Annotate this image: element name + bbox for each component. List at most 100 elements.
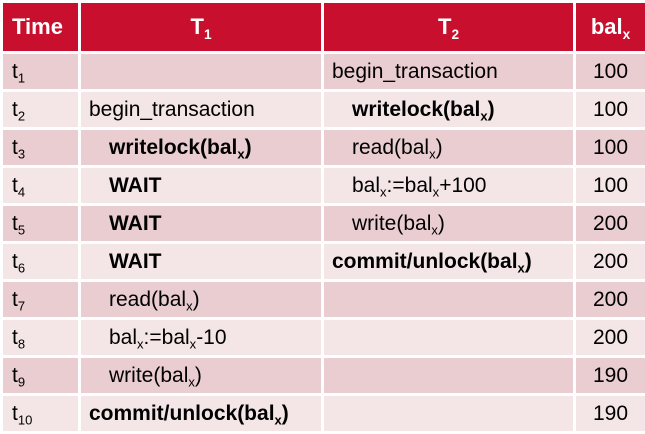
time-label: t [12, 249, 18, 273]
t1-op-end: ) [194, 363, 202, 387]
t1-op-sub: x [137, 336, 144, 352]
header-t1-sub: 1 [203, 26, 212, 42]
time-cell: t3 [0, 127, 81, 168]
t1-op: WAIT [109, 211, 162, 235]
t2-cell [321, 393, 576, 434]
table-row: t3 writelock(balx) read(balx) 100 [0, 127, 645, 168]
table-row: t7 read(balx) 200 [0, 279, 645, 320]
time-cell: t8 [0, 317, 81, 358]
t2-cell: write(balx) [321, 203, 576, 244]
t1-cell: writelock(balx) [78, 127, 324, 168]
header-bal-sub: x [622, 26, 631, 42]
t2-op-end: ) [435, 135, 443, 159]
t2-cell: writelock(balx) [321, 89, 576, 130]
t1-op-sub: x [237, 146, 245, 162]
t1-cell: write(balx) [78, 355, 324, 396]
t2-op-end: ) [487, 97, 495, 121]
time-cell: t6 [0, 241, 81, 282]
bal-cell: 200 [573, 317, 645, 358]
t2-op: begin_transaction [332, 59, 498, 83]
table-row: t10 commit/unlock(balx) 190 [0, 393, 645, 434]
time-label: t [12, 325, 18, 349]
t2-op-sub: x [429, 146, 436, 162]
t1-op-end: ) [244, 135, 252, 159]
time-label: t [12, 287, 18, 311]
header-t2: T2 [321, 0, 576, 54]
time-cell: t10 [0, 393, 81, 434]
time-sub: 10 [17, 412, 33, 428]
t2-cell [321, 355, 576, 396]
time-sub: 7 [17, 298, 26, 314]
time-label: t [12, 363, 18, 387]
t2-op-sub: x [480, 108, 488, 124]
time-cell: t4 [0, 165, 81, 206]
t1-op: write(bal [109, 363, 189, 387]
table-row: t1 begin_transaction 100 [0, 51, 645, 92]
bal-cell: 100 [573, 89, 645, 130]
bal-cell: 100 [573, 165, 645, 206]
t1-op-end: ) [281, 401, 289, 425]
time-cell: t5 [0, 203, 81, 244]
time-label: t [12, 173, 18, 197]
time-sub: 3 [17, 146, 26, 162]
bal-cell: 100 [573, 51, 645, 92]
t1-op-sub: x [186, 298, 193, 314]
time-label: t [12, 401, 18, 425]
time-label: t [12, 211, 18, 235]
header-t2-label: T [437, 14, 452, 39]
t1-op: WAIT [109, 173, 162, 197]
time-label: t [12, 135, 18, 159]
table-row: t5 WAIT write(balx) 200 [0, 203, 645, 244]
t1-op: writelock(bal [109, 135, 238, 159]
t1-op-sub: x [188, 374, 195, 390]
time-sub: 6 [17, 260, 26, 276]
t2-cell [321, 279, 576, 320]
t1-op-mid: :=bal [143, 325, 190, 349]
time-cell: t9 [0, 355, 81, 396]
t1-cell: WAIT [78, 203, 324, 244]
table-row: t4 WAIT balx:=balx+100 100 [0, 165, 645, 206]
t2-op-end: ) [524, 249, 532, 273]
time-cell: t1 [0, 51, 81, 92]
t2-op-sub: x [431, 222, 438, 238]
header-time: Time [0, 0, 81, 54]
header-row: Time T1 T2 balx [0, 0, 645, 54]
t2-cell: read(balx) [321, 127, 576, 168]
table-row: t9 write(balx) 190 [0, 355, 645, 396]
time-sub: 5 [17, 222, 26, 238]
header-bal: balx [573, 0, 645, 54]
t1-cell: read(balx) [78, 279, 324, 320]
t1-cell: WAIT [78, 165, 324, 206]
time-cell: t2 [0, 89, 81, 130]
time-sub: 9 [17, 374, 26, 390]
time-sub: 1 [17, 70, 26, 86]
t1-cell: commit/unlock(balx) [78, 393, 324, 434]
table-row: t6 WAIT commit/unlock(balx) 200 [0, 241, 645, 282]
table-row: t2 begin_transaction writelock(balx) 100 [0, 89, 645, 130]
t1-op-end: -10 [196, 325, 227, 349]
t2-cell: begin_transaction [321, 51, 576, 92]
t2-op-sub: x [380, 184, 387, 200]
t2-op-sub: x [517, 260, 525, 276]
time-sub: 8 [17, 336, 26, 352]
t1-op: begin_transaction [89, 97, 255, 121]
t1-cell: balx:=balx-10 [78, 317, 324, 358]
t2-op: read(bal [352, 135, 430, 159]
t1-op: bal [109, 325, 138, 349]
t2-op: bal [352, 173, 381, 197]
bal-cell: 190 [573, 355, 645, 396]
t2-op-sub2: x [432, 184, 440, 200]
header-t1: T1 [78, 0, 324, 54]
t2-op-end: ) [437, 211, 445, 235]
t1-op: WAIT [109, 249, 162, 273]
t1-cell [78, 51, 324, 92]
t1-op-end: ) [192, 287, 200, 311]
time-cell: t7 [0, 279, 81, 320]
t2-op-mid: :=bal [386, 173, 433, 197]
time-label: t [12, 59, 18, 83]
bal-cell: 200 [573, 279, 645, 320]
bal-cell: 200 [573, 241, 645, 282]
header-bal-label: bal [590, 14, 623, 39]
t2-cell: commit/unlock(balx) [321, 241, 576, 282]
